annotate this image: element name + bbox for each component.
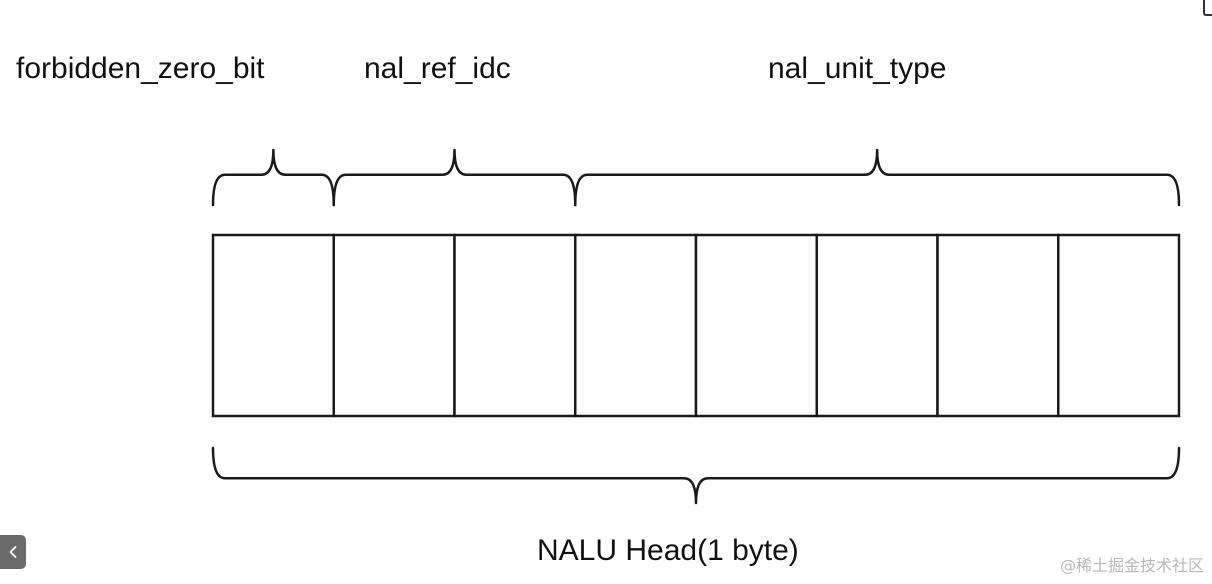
- byte-bit-cells: [211, 233, 1181, 418]
- chevron-left-icon: [9, 546, 17, 558]
- brace-nal-ref-idc: [332, 148, 577, 207]
- head-brace-group: [211, 446, 1181, 505]
- bit-cell: [815, 233, 939, 418]
- brace-nal-unit-type: [574, 148, 1181, 207]
- nal-ref-idc-label: nal_ref_idc: [364, 52, 511, 85]
- window-edge: [1203, 0, 1212, 16]
- bit-cell: [1057, 233, 1181, 418]
- bit-cell: [694, 233, 818, 418]
- forbidden-zero-bit-label: forbidden_zero_bit: [16, 52, 265, 85]
- watermark-text: @稀土掘金技术社区: [1059, 556, 1204, 575]
- bit-cell: [936, 233, 1060, 418]
- brace-forbidden-zero-bit: [211, 148, 335, 207]
- bit-cell: [453, 233, 577, 418]
- back-button[interactable]: [0, 535, 26, 569]
- bit-cell: [211, 233, 335, 418]
- brace-nalu-head: [211, 446, 1181, 505]
- bit-cell: [332, 233, 456, 418]
- nal-unit-type-label: nal_unit_type: [768, 52, 947, 85]
- bit-cell: [574, 233, 698, 418]
- nalu-head-label: NALU Head(1 byte): [537, 534, 799, 567]
- field-braces: [211, 148, 1181, 207]
